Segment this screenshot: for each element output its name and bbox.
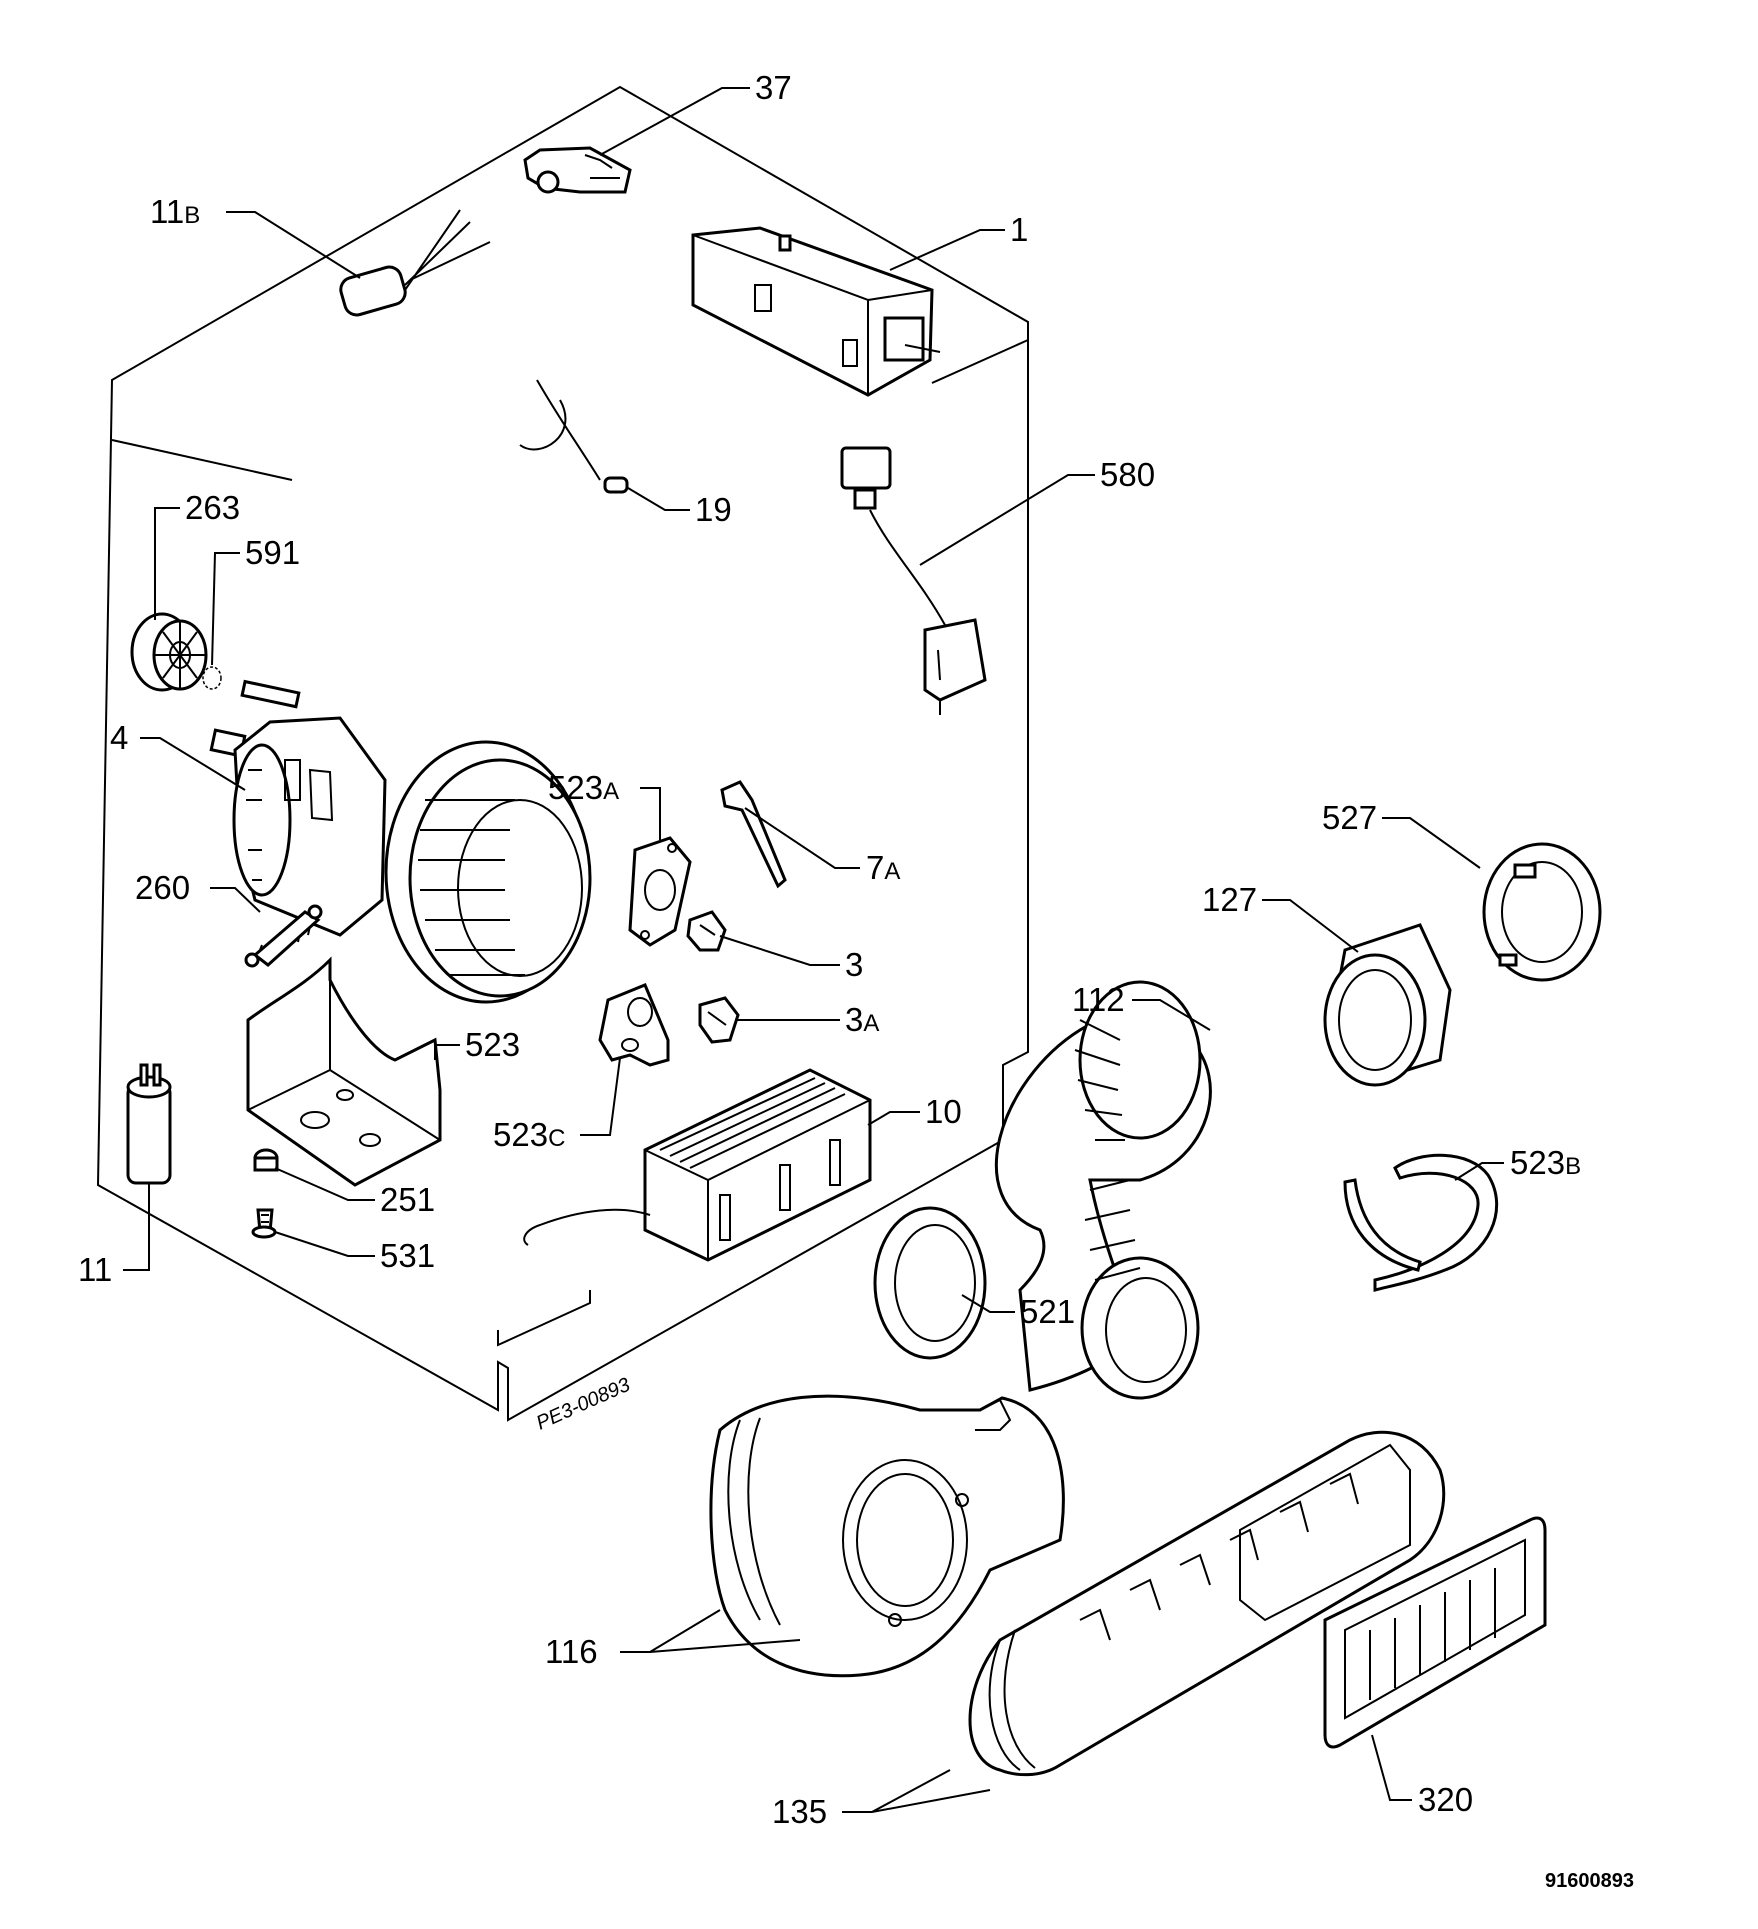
callout-523b: 523B bbox=[1510, 1144, 1581, 1181]
part-523c-bracket bbox=[598, 983, 670, 1067]
part-7a-probe bbox=[720, 780, 787, 889]
drawing-code: 91600893 bbox=[1545, 1870, 1634, 1892]
part-263-pulley bbox=[130, 612, 208, 692]
callout-260: 260 bbox=[135, 869, 190, 906]
callout-527: 527 bbox=[1322, 799, 1377, 836]
part-127-adapter bbox=[1323, 923, 1452, 1087]
part-11-capacitor bbox=[126, 1063, 172, 1193]
callout-11: 11 bbox=[78, 1251, 112, 1288]
callout-251: 251 bbox=[380, 1181, 435, 1218]
part-19-sensor bbox=[519, 379, 629, 494]
part-4-motor-fan bbox=[209, 679, 592, 1004]
part-112-flexible-hose bbox=[994, 980, 1212, 1400]
callout-523: 523 bbox=[465, 1026, 520, 1063]
callout-112: 112 bbox=[1072, 981, 1125, 1018]
callout-labels: 37 11B 1 19 580 263 591 4 523A 7A 260 3 … bbox=[78, 69, 1581, 1830]
callout-3a: 3A bbox=[845, 1001, 879, 1038]
callout-1: 1 bbox=[1010, 211, 1028, 248]
cabinet-outline bbox=[96, 85, 1029, 1422]
part-531-screw bbox=[251, 1208, 277, 1239]
callout-7a: 7A bbox=[866, 849, 900, 886]
part-135-air-duct bbox=[968, 1430, 1446, 1777]
part-527-outlet-ring bbox=[1482, 842, 1602, 982]
leader-lines bbox=[123, 87, 1504, 1813]
callout-19: 19 bbox=[695, 491, 732, 528]
callout-4: 4 bbox=[110, 719, 128, 756]
callout-263: 263 bbox=[185, 489, 240, 526]
callout-591: 591 bbox=[245, 534, 300, 571]
part-10-heater bbox=[523, 1068, 872, 1262]
part-320-grille bbox=[1323, 1516, 1547, 1749]
callout-523c: 523C bbox=[493, 1116, 565, 1153]
part-580-switch-cable bbox=[840, 446, 987, 715]
cabinet-ref-code: PE3-00893 bbox=[533, 1374, 633, 1435]
part-3-thermostat bbox=[686, 910, 727, 952]
callout-523a: 523A bbox=[548, 769, 619, 806]
part-523b-hose-clamp bbox=[1343, 1153, 1499, 1292]
callout-11b: 11B bbox=[150, 193, 200, 230]
part-3a-thermostat bbox=[698, 996, 740, 1044]
callout-320: 320 bbox=[1418, 1781, 1473, 1818]
part-260-spring bbox=[244, 904, 323, 968]
part-251-nut bbox=[253, 1148, 279, 1172]
part-523-motor-bracket bbox=[246, 956, 442, 1187]
callout-135: 135 bbox=[772, 1793, 827, 1830]
callout-116: 116 bbox=[545, 1633, 598, 1670]
part-591-circlip bbox=[202, 666, 222, 690]
callout-37: 37 bbox=[755, 69, 792, 106]
callout-10: 10 bbox=[925, 1093, 962, 1130]
part-521-seal-ring bbox=[873, 1206, 987, 1360]
part-1-timer bbox=[691, 226, 941, 397]
callout-580: 580 bbox=[1100, 456, 1155, 493]
callout-521: 521 bbox=[1020, 1293, 1075, 1330]
part-37-terminal-block bbox=[523, 146, 632, 194]
part-116-fan-housing bbox=[709, 1394, 1065, 1678]
part-523a-gasket bbox=[628, 836, 692, 947]
callout-127: 127 bbox=[1202, 881, 1257, 918]
callout-3: 3 bbox=[845, 946, 863, 983]
callout-531: 531 bbox=[380, 1237, 435, 1274]
part-11b-suppressor bbox=[339, 209, 491, 317]
